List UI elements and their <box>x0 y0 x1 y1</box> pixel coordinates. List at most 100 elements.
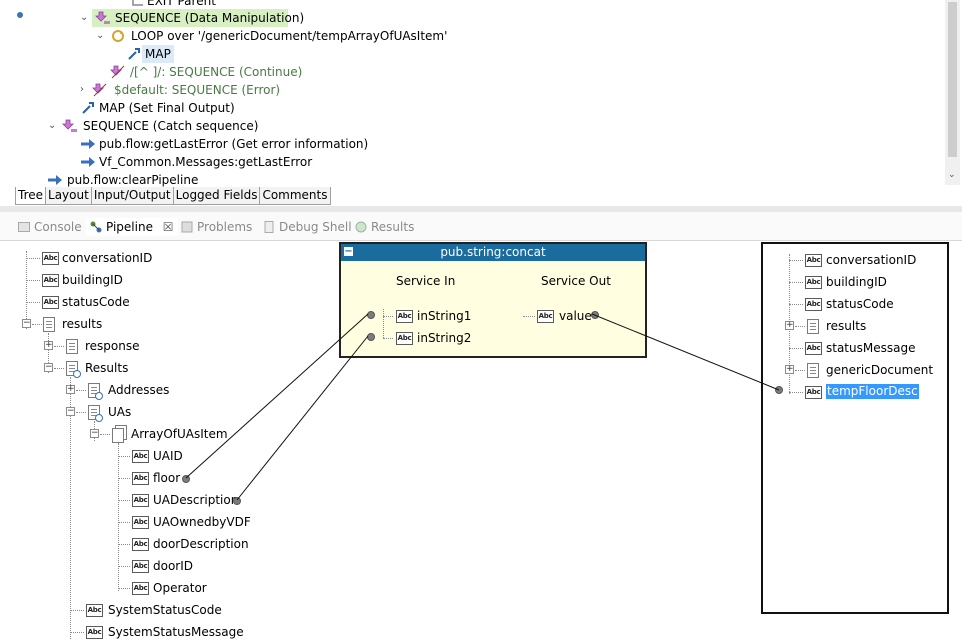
collapse-icon[interactable]: − <box>22 318 31 328</box>
flow-tree: EXIT Parent ⌄ SEQUENCE (Data Manipulatio… <box>0 0 962 187</box>
tab-label: Debug Shell <box>279 220 352 234</box>
tree-guide <box>118 566 130 567</box>
tree-guide <box>118 478 130 479</box>
tab-label: Problems <box>197 220 253 234</box>
scroll-down-icon[interactable]: ⌄ <box>948 170 956 180</box>
chevron-down-icon[interactable]: ⌄ <box>96 30 105 41</box>
tab-layout[interactable]: Layout <box>45 187 92 205</box>
minimize-icon[interactable]: − <box>344 246 353 257</box>
service-out-heading: Service Out <box>541 274 611 288</box>
field-label: buildingID <box>826 275 887 289</box>
console-icon <box>18 220 30 232</box>
expand-icon[interactable]: + <box>785 364 794 374</box>
tree-guide <box>795 370 805 371</box>
tree-guide <box>70 610 84 611</box>
tree-guide <box>32 324 42 325</box>
tab-comments[interactable]: Comments <box>259 187 331 205</box>
expand-icon[interactable]: + <box>44 340 53 350</box>
service-in-heading: Service In <box>396 274 456 288</box>
sequence-icon <box>110 64 126 80</box>
field-label: statusCode <box>62 295 130 309</box>
field-label: SystemStatusMessage <box>108 625 244 639</box>
tree-guide <box>118 588 130 589</box>
field-label: ArrayOfUAsItem <box>131 427 228 441</box>
flow-row-label: MAP (Set Final Output) <box>99 101 235 115</box>
field-label: Addresses <box>108 383 170 397</box>
link-port[interactable] <box>233 497 241 505</box>
tab-problems[interactable]: Problems <box>181 218 252 236</box>
field-label: Results <box>85 361 129 375</box>
field-label: conversationID <box>826 253 917 267</box>
view-tab-bar: Console Pipeline ☒ Problems Debug Shell … <box>0 212 962 241</box>
flow-row-label: /[^ ]/: SEQUENCE (Continue) <box>130 65 303 79</box>
field-label: value <box>559 309 592 323</box>
tree-guide <box>70 377 71 639</box>
field-label: statusCode <box>826 297 894 311</box>
service-invoke-box[interactable]: pub.string:concat − Service In Service O… <box>339 242 647 358</box>
string-icon: Abc <box>42 252 59 265</box>
tree-guide <box>118 522 130 523</box>
tab-tree[interactable]: Tree <box>15 187 47 205</box>
sequence-icon <box>92 82 108 98</box>
tree-guide <box>54 368 64 369</box>
tree-guide <box>76 412 86 413</box>
problems-icon <box>181 220 193 233</box>
tree-guide <box>795 326 805 327</box>
chevron-down-icon[interactable]: ⌄ <box>48 120 57 131</box>
document-icon <box>66 339 78 354</box>
tab-label: Console <box>34 220 82 234</box>
link-port[interactable] <box>182 475 190 483</box>
document-icon <box>807 319 819 334</box>
field-label: UAs <box>108 405 132 419</box>
close-icon[interactable]: ☒ <box>162 220 174 234</box>
tab-results[interactable]: Results <box>355 218 414 236</box>
tree-guide <box>70 632 84 633</box>
tree-guide <box>789 392 803 393</box>
tab-input-output[interactable]: Input/Output <box>90 187 174 205</box>
exit-icon <box>130 0 146 9</box>
collapse-icon[interactable]: − <box>44 362 53 372</box>
field-label: floor <box>153 471 181 485</box>
tab-pipeline[interactable]: Pipeline ☒ <box>86 218 178 236</box>
flow-row-label: $default: SEQUENCE (Error) <box>114 83 281 97</box>
flow-row-label: pub.flow:getLastError (Get error informa… <box>99 137 369 151</box>
string-icon: Abc <box>396 332 413 345</box>
document-list-icon <box>112 428 124 443</box>
tab-debug-shell[interactable]: Debug Shell <box>263 218 352 236</box>
link-port[interactable] <box>591 311 599 319</box>
string-icon: Abc <box>805 342 822 355</box>
tree-guide <box>789 304 803 305</box>
chevron-down-icon[interactable]: ⌄ <box>80 12 89 23</box>
tab-console[interactable]: Console <box>18 218 82 236</box>
panel-divider[interactable] <box>0 206 962 212</box>
tree-guide <box>26 258 40 259</box>
tree-guide <box>118 443 119 591</box>
collapse-icon[interactable]: − <box>90 428 99 438</box>
pipeline-out-panel: Abc conversationID Abc buildingID Abc st… <box>761 242 949 614</box>
link-port[interactable] <box>367 333 375 341</box>
collapse-icon[interactable]: − <box>66 406 75 416</box>
flow-row-label: MAP <box>142 45 174 63</box>
chevron-right-icon[interactable]: › <box>80 84 84 95</box>
scrollbar-thumb[interactable] <box>948 2 957 157</box>
map-icon <box>80 100 96 116</box>
field-label: UAOwnedbyVDF <box>153 515 251 529</box>
tree-guide <box>118 500 130 501</box>
vertical-scrollbar[interactable]: ⌄ <box>945 0 960 185</box>
expand-icon[interactable]: + <box>785 320 794 330</box>
tree-guide <box>789 348 803 349</box>
tree-guide <box>523 316 535 317</box>
tab-logged-fields[interactable]: Logged Fields <box>172 187 261 205</box>
link-port[interactable] <box>775 386 783 394</box>
string-icon: Abc <box>805 386 822 399</box>
field-label: conversationID <box>62 251 153 265</box>
string-icon: Abc <box>42 274 59 287</box>
loop-icon <box>110 28 126 44</box>
invoke-arrow-icon <box>80 154 96 170</box>
expand-icon[interactable]: + <box>66 384 75 394</box>
field-label: Operator <box>153 581 207 595</box>
link-port[interactable] <box>367 311 375 319</box>
field-label: buildingID <box>62 273 123 287</box>
field-label-selected: tempFloorDesc <box>826 384 919 399</box>
